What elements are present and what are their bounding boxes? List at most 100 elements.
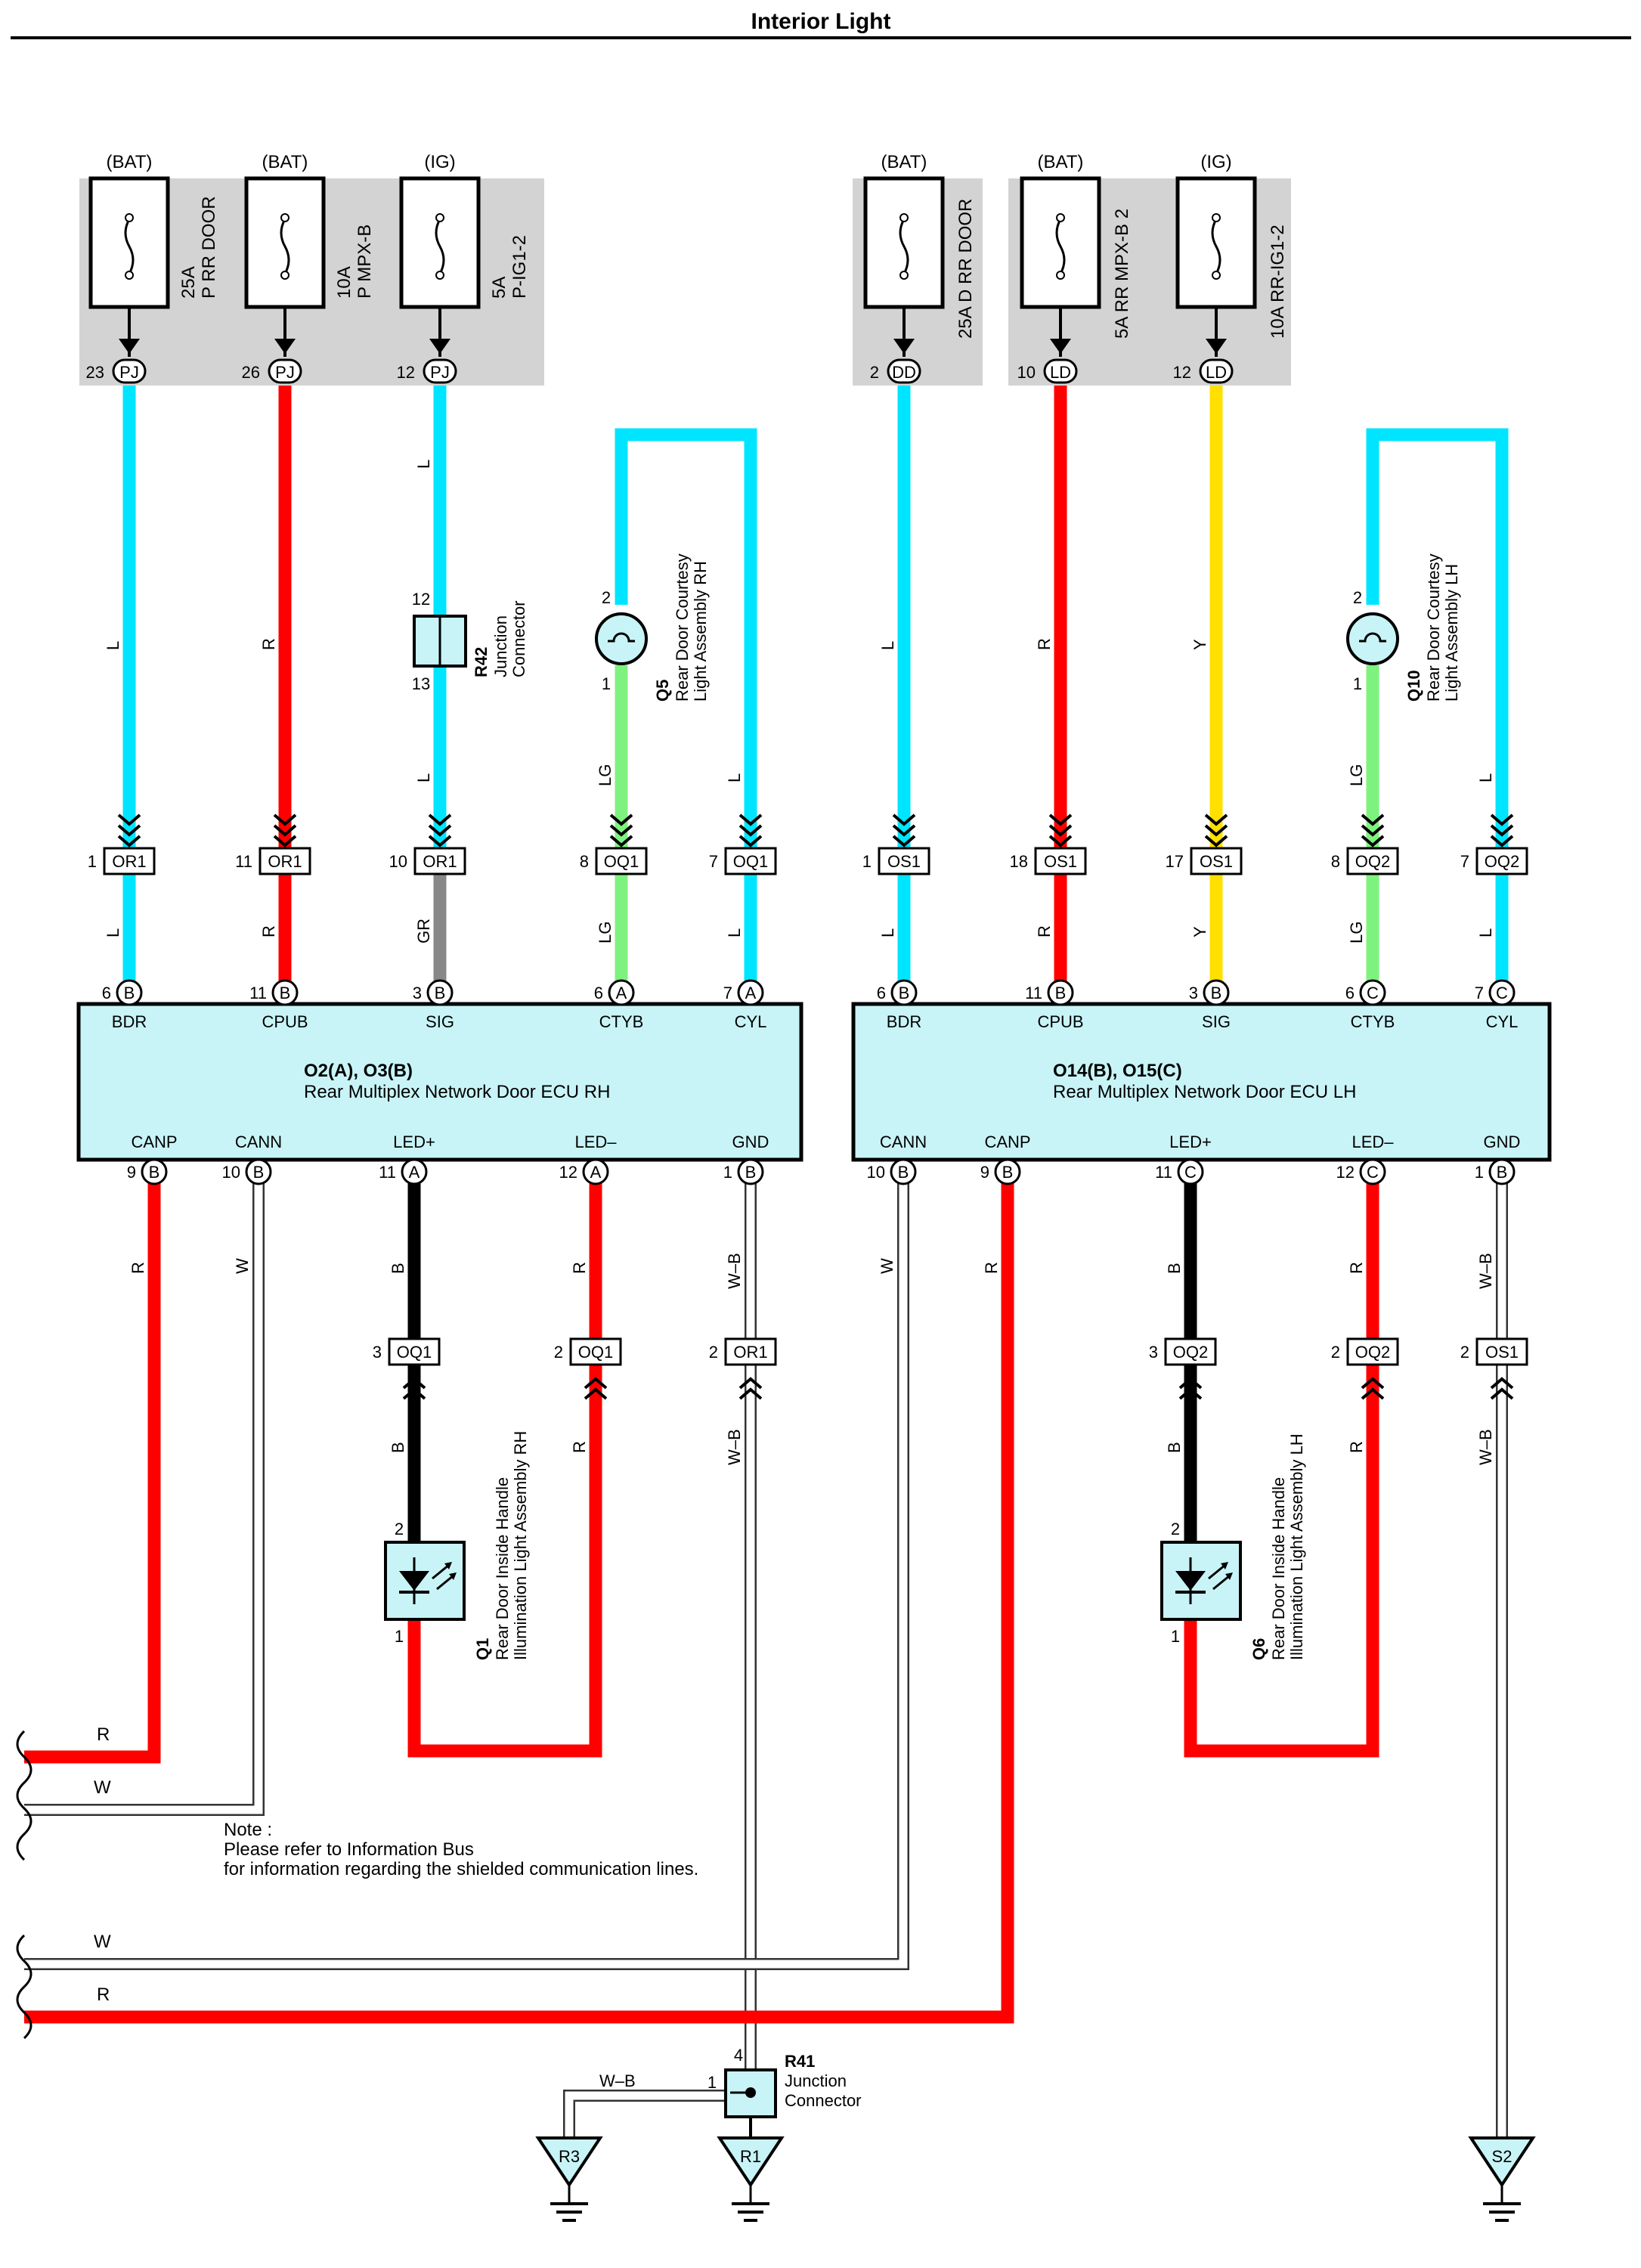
- note-line-1: Note :: [224, 1820, 272, 1840]
- wire-label: LG: [1347, 764, 1366, 786]
- svg-text:CANP: CANP: [131, 1132, 177, 1151]
- connector-rh-bdr: OR1 1: [88, 813, 156, 875]
- wire-label: R: [1347, 1262, 1366, 1274]
- svg-text:B: B: [898, 1163, 909, 1182]
- connectors-mid: OR1 1 OR1 11 OR1 10 OQ1 8 OQ1 7: [88, 813, 1528, 875]
- ecu-rh-id: O2(A), O3(B): [304, 1061, 413, 1081]
- wire-label: L: [104, 928, 122, 937]
- svg-text:C: C: [1367, 984, 1379, 1002]
- ecu-lh: B 6 BDR B 11 CPUB B 3 SIG C 6 CTYB C 7 C…: [851, 979, 1552, 1185]
- wire-rh-canp: [24, 1170, 161, 1764]
- svg-text:PJ: PJ: [430, 363, 450, 382]
- svg-text:1: 1: [1353, 674, 1362, 693]
- svg-text:6: 6: [877, 984, 886, 1002]
- wire-label: W: [878, 1258, 896, 1274]
- svg-text:C: C: [1184, 1163, 1197, 1182]
- ecu-lh-bottom-pins: CANN B 10 CANP B 9 LED+ C 11 LED– C 12 G…: [867, 1132, 1520, 1185]
- wire-label: L: [414, 773, 433, 782]
- led-icon: [1175, 1557, 1233, 1604]
- wire-label: LG: [596, 764, 615, 786]
- svg-text:1: 1: [1475, 1163, 1484, 1182]
- svg-text:Rear Door Courtesy: Rear Door Courtesy: [673, 553, 692, 702]
- wire-label: Y: [1190, 639, 1209, 650]
- svg-text:OS1: OS1: [1485, 1343, 1519, 1362]
- svg-text:Rear Door Inside Handle: Rear Door Inside Handle: [493, 1477, 512, 1660]
- wire-lh-led-minus: [1184, 1170, 1379, 1758]
- svg-text:OS1: OS1: [1200, 852, 1233, 871]
- wire-label: B: [389, 1263, 407, 1274]
- svg-text:OS1: OS1: [1044, 852, 1077, 871]
- q10-courtesy-light-lh: 2 1 Q10 Rear Door Courtesy Light Assembl…: [1346, 553, 1461, 702]
- ecu-rh-bottom-pins: CANP B 9 CANN B 10 LED+ A 11 LED– A 12 G…: [127, 1132, 769, 1185]
- svg-text:3: 3: [1149, 1343, 1158, 1362]
- connector-rh-ctyb: OQ1 8: [580, 813, 648, 875]
- svg-text:5A RR MPX-B 2: 5A RR MPX-B 2: [1112, 209, 1132, 339]
- svg-text:B: B: [1002, 1163, 1014, 1182]
- svg-text:CANN: CANN: [880, 1132, 927, 1151]
- wire-label: L: [725, 928, 744, 937]
- svg-text:11: 11: [379, 1163, 396, 1182]
- svg-text:17: 17: [1166, 852, 1184, 871]
- fuse-3: (IG) 5A P-IG1-2: [399, 152, 530, 357]
- lamp-icon: [608, 632, 635, 643]
- svg-text:PJ: PJ: [119, 363, 139, 382]
- ground-r1: R1: [717, 2136, 785, 2222]
- svg-text:CANN: CANN: [235, 1132, 282, 1151]
- wire-label: W–B: [725, 1429, 744, 1465]
- svg-text:7: 7: [1460, 852, 1469, 871]
- ground-r3: R3: [535, 2136, 603, 2222]
- wire-lh-canp: [24, 1170, 1014, 2024]
- wire-rh-led-minus: [407, 1170, 602, 1758]
- svg-text:LED–: LED–: [574, 1132, 617, 1151]
- wire-label: W–B: [725, 1253, 744, 1289]
- r42-junction-connector: 12 13 R42 Junction Connector: [412, 590, 528, 693]
- svg-text:26: 26: [242, 363, 260, 382]
- svg-text:7: 7: [1475, 984, 1484, 1002]
- svg-text:12: 12: [397, 363, 415, 382]
- svg-text:B: B: [1211, 984, 1222, 1002]
- fuse-5: (BAT) 5A RR MPX-B 2: [1020, 152, 1132, 357]
- wire-label: R: [259, 638, 278, 650]
- bus-wire-labels: R W W R: [94, 1724, 111, 2005]
- svg-text:12: 12: [1336, 1163, 1355, 1182]
- svg-text:1: 1: [602, 674, 611, 693]
- svg-text:1: 1: [862, 852, 872, 871]
- svg-text:LED+: LED+: [393, 1132, 435, 1151]
- svg-text:Q10: Q10: [1404, 670, 1423, 702]
- svg-text:6: 6: [102, 984, 111, 1002]
- ecu-rh-name: Rear Multiplex Network Door ECU RH: [304, 1082, 610, 1102]
- connectors-low: OQ1 3 OQ1 2 OR1 2 OQ2 3 OQ2 2: [373, 1337, 1528, 1400]
- wire-label: R: [570, 1262, 589, 1274]
- svg-text:12: 12: [559, 1163, 577, 1182]
- wire-label: GR: [414, 919, 433, 943]
- svg-text:10A: 10A: [334, 266, 355, 299]
- led-icon: [399, 1557, 457, 1604]
- svg-text:CANP: CANP: [984, 1132, 1030, 1151]
- fuse-terminal-1: PJ 23: [86, 339, 147, 384]
- fuse-4: (BAT) 25A D RR DOOR: [863, 152, 976, 357]
- r41-junction-connector: 4 1 R41 Junction Connector W–B: [599, 2046, 862, 2118]
- note-line-3: for information regarding the shielded c…: [224, 1859, 698, 1879]
- wire-label: L: [104, 641, 122, 650]
- svg-text:B: B: [253, 1163, 265, 1182]
- lamp-icon: [1359, 632, 1386, 643]
- wire-label: B: [389, 1442, 407, 1453]
- connector-rh-cyl: OQ1 7: [709, 813, 777, 875]
- bus-break-marks: [16, 1730, 33, 2040]
- svg-text:Light Assembly RH: Light Assembly RH: [691, 561, 710, 702]
- wire-label: W: [233, 1258, 252, 1274]
- wire-r41-r3: [563, 2090, 726, 2153]
- svg-text:(BAT): (BAT): [262, 152, 308, 172]
- svg-text:2: 2: [870, 363, 879, 382]
- svg-text:B: B: [1055, 984, 1067, 1002]
- svg-text:CTYB: CTYB: [599, 1012, 644, 1031]
- svg-text:BDR: BDR: [887, 1012, 921, 1031]
- fuse-6: (IG) 10A RR-IG1-2: [1175, 152, 1288, 357]
- connector-low-lh-led-plus: OQ2 3: [1149, 1337, 1217, 1400]
- svg-text:2: 2: [602, 588, 611, 607]
- svg-text:1: 1: [88, 852, 97, 871]
- wire-label: R: [1035, 925, 1054, 937]
- svg-text:C: C: [1496, 984, 1508, 1002]
- svg-text:11: 11: [235, 852, 252, 871]
